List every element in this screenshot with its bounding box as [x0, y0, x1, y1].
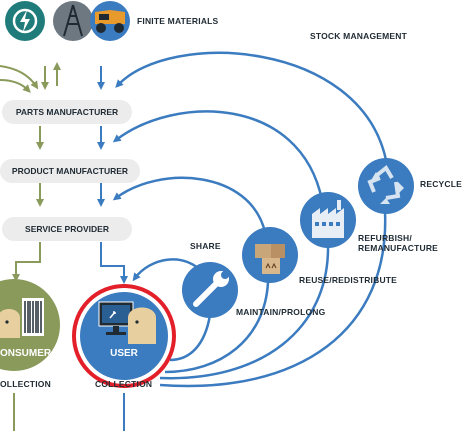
- refurbish-outer-arc: [159, 243, 330, 380]
- person-icon: [0, 309, 20, 338]
- recycle-outer-arc: [159, 211, 387, 388]
- share-label: SHARE: [190, 241, 221, 251]
- parts-manufacturer-box: PARTS MANUFACTURER: [2, 100, 132, 124]
- recycle-return-arc: [115, 51, 388, 161]
- reuse-return-arc: [112, 176, 267, 233]
- barcode-icon: [22, 298, 44, 336]
- consumer-circle: [0, 279, 60, 371]
- factory-icon: [300, 192, 356, 248]
- consumer-label: ONSUMER: [0, 348, 52, 359]
- recycle-icon: [358, 158, 414, 214]
- reuse-label: REUSE/REDISTRIBUTE: [299, 275, 398, 285]
- monitor-icon: [98, 301, 134, 335]
- user-circle: [72, 284, 176, 388]
- collection-left-label: OLLECTION: [0, 379, 51, 389]
- refurbish-return-arc: [112, 110, 324, 201]
- reuse-outer-arc: [164, 281, 270, 374]
- recycle-label: RECYCLE: [420, 179, 463, 189]
- product-manufacturer-box: PRODUCT MANUFACTURER: [0, 159, 140, 183]
- wrench-icon: [182, 262, 238, 318]
- collection-user-label: COLLECTION: [95, 379, 153, 389]
- person-icon: [128, 307, 156, 344]
- stock-management-label: STOCK MANAGEMENT: [310, 31, 408, 41]
- user-label: USER: [110, 348, 138, 359]
- maintain-label: MAINTAIN/PROLONG: [236, 307, 326, 317]
- finite-materials-label: FINITE MATERIALS: [137, 16, 219, 26]
- maintain-outer-arc: [169, 314, 212, 362]
- power-icon: [5, 1, 45, 41]
- green-flow-arrows: [0, 62, 61, 431]
- refurbish-label-line2: REMANUFACTURE: [358, 243, 439, 253]
- service-provider-box: SERVICE PROVIDER: [2, 217, 132, 241]
- oil-rig-icon: [53, 1, 93, 41]
- refurbish-label-line1: REFURBISH/: [358, 233, 412, 243]
- blue-flow-arrows: [97, 66, 128, 431]
- return-arcs: [112, 51, 388, 388]
- boxes-icon: [242, 227, 298, 283]
- mining-truck-icon: [90, 1, 130, 41]
